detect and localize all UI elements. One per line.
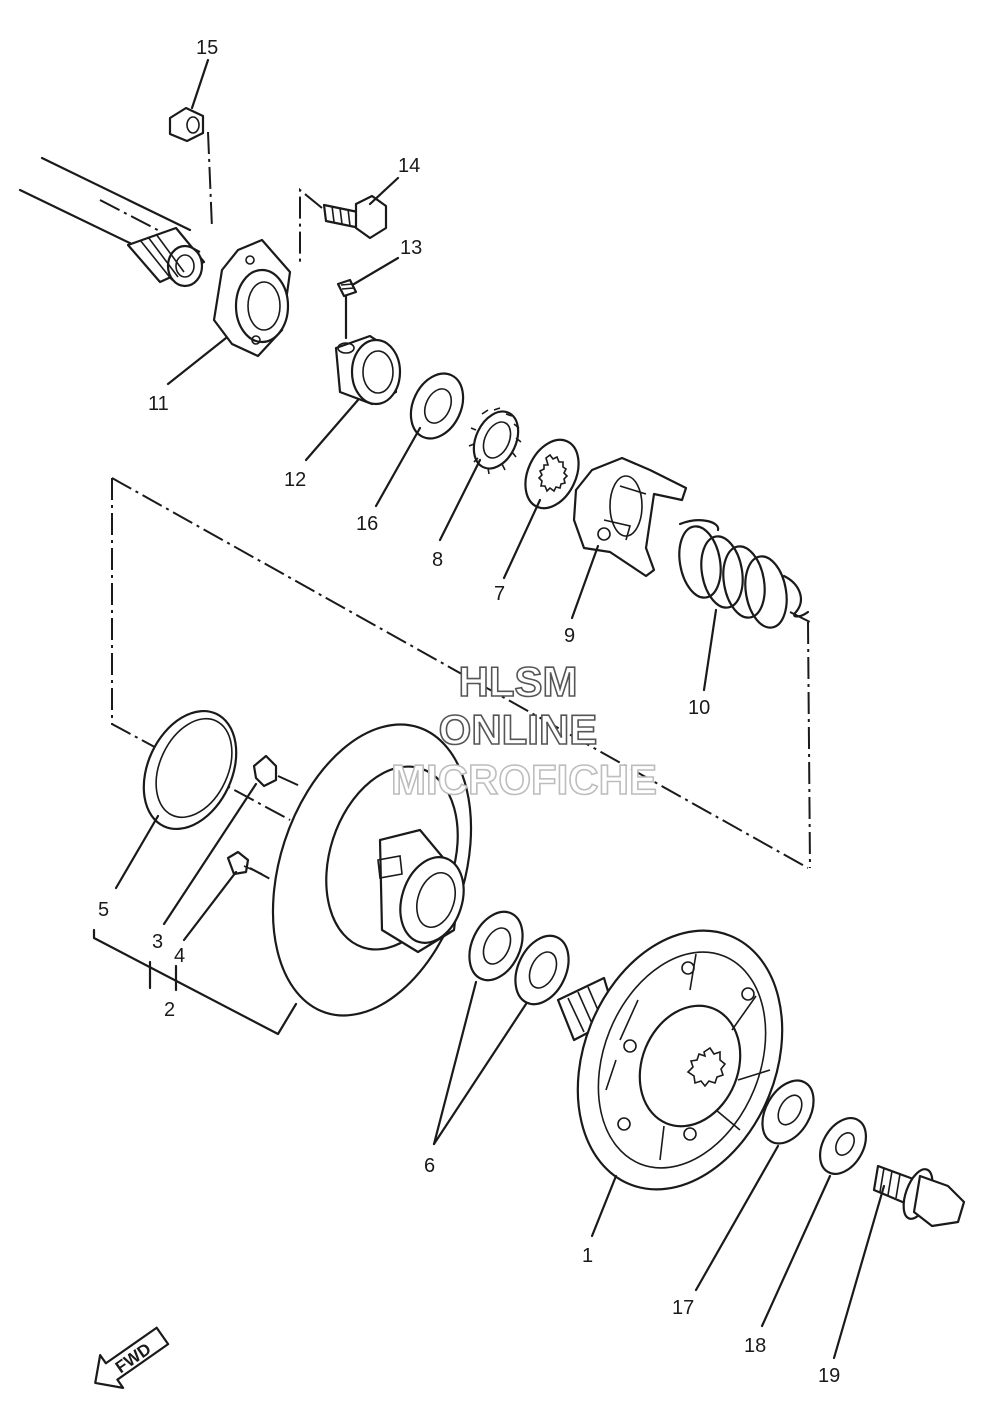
callout-3: 3 xyxy=(152,931,163,953)
callout-5: 5 xyxy=(98,899,109,921)
callout-11: 11 xyxy=(148,393,169,415)
part-19-flange-bolt[interactable] xyxy=(872,1164,966,1228)
callout-2: 2 xyxy=(164,999,175,1021)
callout-6: 6 xyxy=(424,1155,435,1177)
watermark: HLSM ONLINE MICROFICHE xyxy=(390,657,658,804)
part-12-bearing[interactable] xyxy=(334,334,402,406)
callout-4: 4 xyxy=(174,945,185,967)
part-17-washer[interactable] xyxy=(752,1072,824,1153)
part-4-screw[interactable] xyxy=(226,850,273,881)
watermark-line-3: MICROFICHE xyxy=(391,756,657,803)
part-2-sheave[interactable] xyxy=(238,699,506,1041)
part-5-ring[interactable] xyxy=(126,696,255,844)
callout-9: 9 xyxy=(564,625,575,647)
callout-13: 13 xyxy=(400,237,422,259)
callout-7: 7 xyxy=(494,583,505,605)
callout-19: 19 xyxy=(818,1365,840,1387)
callout-17: 17 xyxy=(672,1297,694,1319)
part-7-spline-washer[interactable] xyxy=(515,431,589,517)
callout-18: 18 xyxy=(744,1335,766,1357)
part-1-pulley-hub[interactable] xyxy=(541,900,819,1220)
part-18-washer[interactable] xyxy=(811,1110,876,1182)
part-13-set-screw[interactable] xyxy=(336,278,358,340)
part-8-toothed-ring[interactable] xyxy=(465,404,527,475)
watermark-line-2: ONLINE xyxy=(439,706,598,753)
part-16-washer[interactable] xyxy=(401,365,473,447)
assembly-guide-lines xyxy=(111,477,811,869)
part-6-washers[interactable] xyxy=(459,903,579,1013)
part-9-torque-cam[interactable] xyxy=(572,456,688,578)
callout-14: 14 xyxy=(398,155,420,177)
callout-16: 16 xyxy=(356,513,378,535)
leader-lines xyxy=(92,58,886,1360)
part-15-nut[interactable] xyxy=(168,106,213,229)
callout-labels: 15 14 13 11 12 16 8 7 9 10 5 3 4 2 6 1 1… xyxy=(98,37,840,1387)
part-10-spring[interactable] xyxy=(674,519,811,631)
part-11-bearing-housing[interactable] xyxy=(212,238,292,358)
callout-12: 12 xyxy=(284,469,306,491)
part-14-bolt[interactable] xyxy=(299,187,388,262)
fwd-arrow-icon: FWD xyxy=(94,1326,170,1389)
drive-shaft xyxy=(18,156,206,288)
callout-8: 8 xyxy=(432,549,443,571)
callout-10: 10 xyxy=(688,697,710,719)
watermark-line-1: HLSM xyxy=(459,658,578,705)
callout-15: 15 xyxy=(196,37,218,59)
part-3-grease-fitting[interactable] xyxy=(252,754,301,788)
callout-1: 1 xyxy=(582,1245,593,1267)
